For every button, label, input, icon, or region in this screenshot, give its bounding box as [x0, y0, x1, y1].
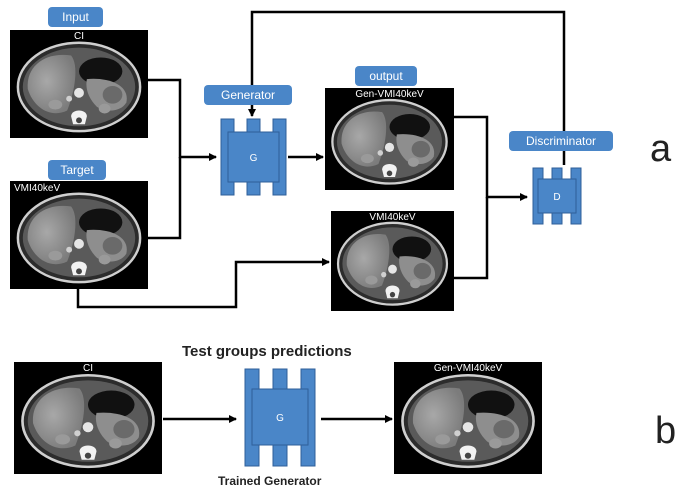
- ct-scan-icon: [16, 41, 142, 133]
- vmi-real-image: VMI40keV: [331, 211, 454, 311]
- ct-scan-icon: [16, 192, 142, 284]
- arrow-target-to-generator: [148, 157, 182, 240]
- arrow-input-to-generator: [148, 78, 217, 161]
- b-gen-output-image: Gen-VMI40keV: [394, 362, 542, 474]
- generator-icon: G: [244, 368, 316, 467]
- arrow-discriminator-feedback: [248, 10, 566, 165]
- arrow-output-to-discriminator: [454, 115, 528, 201]
- generator-tag: Generator: [204, 85, 292, 105]
- ct-scan-icon: [21, 373, 155, 469]
- generator-icon: G: [220, 118, 287, 196]
- ct-scan-icon: [336, 221, 449, 306]
- input-tag: Input: [48, 7, 103, 27]
- discriminator-icon: D: [532, 167, 582, 225]
- arrow-real-to-discriminator: [454, 197, 489, 280]
- vmi-target-label: VMI40keV: [14, 183, 61, 194]
- discriminator-block: D: [531, 166, 583, 226]
- panel-b-title: Test groups predictions: [182, 343, 352, 360]
- gen-output-label: Gen-VMI40keV: [355, 89, 424, 100]
- output-tag: output: [355, 66, 417, 86]
- b-generator-letter: G: [276, 413, 284, 424]
- vmi-target-image: VMI40keV: [10, 181, 148, 289]
- ct-scan-icon: [331, 98, 448, 185]
- ct-scan-icon: [401, 373, 535, 469]
- discriminator-letter: D: [553, 192, 560, 203]
- panel-a-letter: a: [650, 128, 672, 170]
- arrow-target-to-real: [76, 258, 330, 309]
- ct-input-image: CI: [10, 30, 148, 138]
- b-generator-block: G: [243, 367, 317, 468]
- vmi-real-label: VMI40keV: [369, 212, 416, 223]
- trained-generator-caption: Trained Generator: [218, 474, 322, 488]
- ct-input-label: CI: [74, 31, 84, 42]
- panel-b-letter: b: [655, 410, 677, 452]
- generator-letter: G: [250, 153, 258, 164]
- generator-block: G: [219, 117, 288, 197]
- discriminator-tag: Discriminator: [509, 131, 613, 151]
- b-ct-input-label: CI: [83, 363, 93, 374]
- b-gen-output-label: Gen-VMI40keV: [433, 363, 503, 374]
- gen-output-image: Gen-VMI40keV: [325, 88, 454, 190]
- target-tag: Target: [48, 160, 106, 180]
- b-ct-input-image: CI: [14, 362, 162, 474]
